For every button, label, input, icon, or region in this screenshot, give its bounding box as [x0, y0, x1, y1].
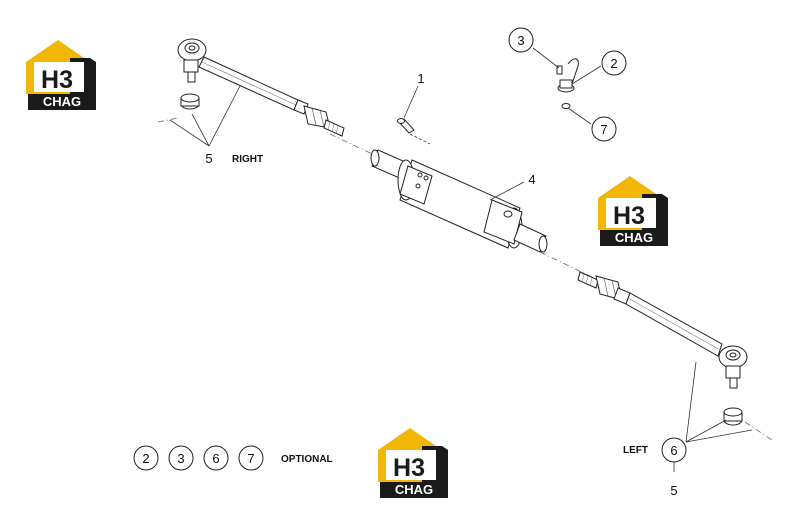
optional-item-number: 7 [247, 451, 254, 466]
left-tie-rod [577, 271, 748, 426]
center-axis [157, 117, 773, 441]
optional-item: 3 [168, 445, 194, 471]
steering-cylinder [370, 149, 548, 253]
callout-fitting-screw-number: 3 [517, 33, 524, 48]
right-side-label: RIGHT [232, 154, 263, 165]
optional-label: OPTIONAL [281, 454, 333, 465]
watermark-logo-bottom: CHAG [43, 94, 81, 109]
callout-nut-right: 5 [205, 151, 212, 166]
callout-pin: 1 [417, 71, 424, 86]
watermark-logo-top: H3 [613, 202, 645, 230]
watermark-logo-bottom: CHAG [615, 230, 653, 245]
callout-nut-left: 6 5 [661, 437, 687, 498]
optional-item-number: 6 [212, 451, 219, 466]
optional-item: 6 [203, 445, 229, 471]
leader-fitting [532, 47, 602, 125]
optional-item-number: 2 [142, 451, 149, 466]
watermark-logo-top: H3 [41, 66, 73, 94]
pin-part [397, 118, 415, 134]
left-side-label: LEFT [623, 445, 648, 456]
callout-nut-left-bottom-number: 5 [670, 483, 677, 498]
callout-fitting-screw: 3 [508, 27, 534, 53]
callout-nut-left-number: 6 [670, 443, 677, 458]
watermark-logo: H3 CHAG [378, 428, 448, 498]
leader-left-nut [673, 361, 753, 472]
callout-cylinder-number: 4 [528, 172, 535, 187]
callout-pin-number: 1 [417, 71, 424, 86]
leader-pin [403, 85, 431, 145]
leader-right-nut [169, 85, 241, 147]
optional-legend: 2 3 6 7 OPTIONAL [133, 445, 333, 471]
watermark-logo: H3 CHAG [598, 176, 668, 246]
callout-fitting-number: 2 [610, 56, 617, 71]
fitting-part [556, 58, 579, 109]
leader-cylinder [489, 181, 525, 201]
watermark-logo-top: H3 [393, 454, 425, 482]
callout-cylinder: 4 [528, 172, 535, 187]
optional-item: 2 [133, 445, 159, 471]
right-tie-rod [177, 38, 345, 137]
callout-fitting: 2 [601, 50, 627, 76]
optional-item: 7 [238, 445, 264, 471]
optional-item-number: 3 [177, 451, 184, 466]
callout-fitting-oring-number: 7 [600, 122, 607, 137]
callout-nut-right-number: 5 [205, 151, 212, 166]
watermark-logo-bottom: CHAG [395, 482, 433, 497]
watermark-logo: H3 CHAG [26, 40, 96, 110]
callout-fitting-oring: 7 [591, 116, 617, 142]
